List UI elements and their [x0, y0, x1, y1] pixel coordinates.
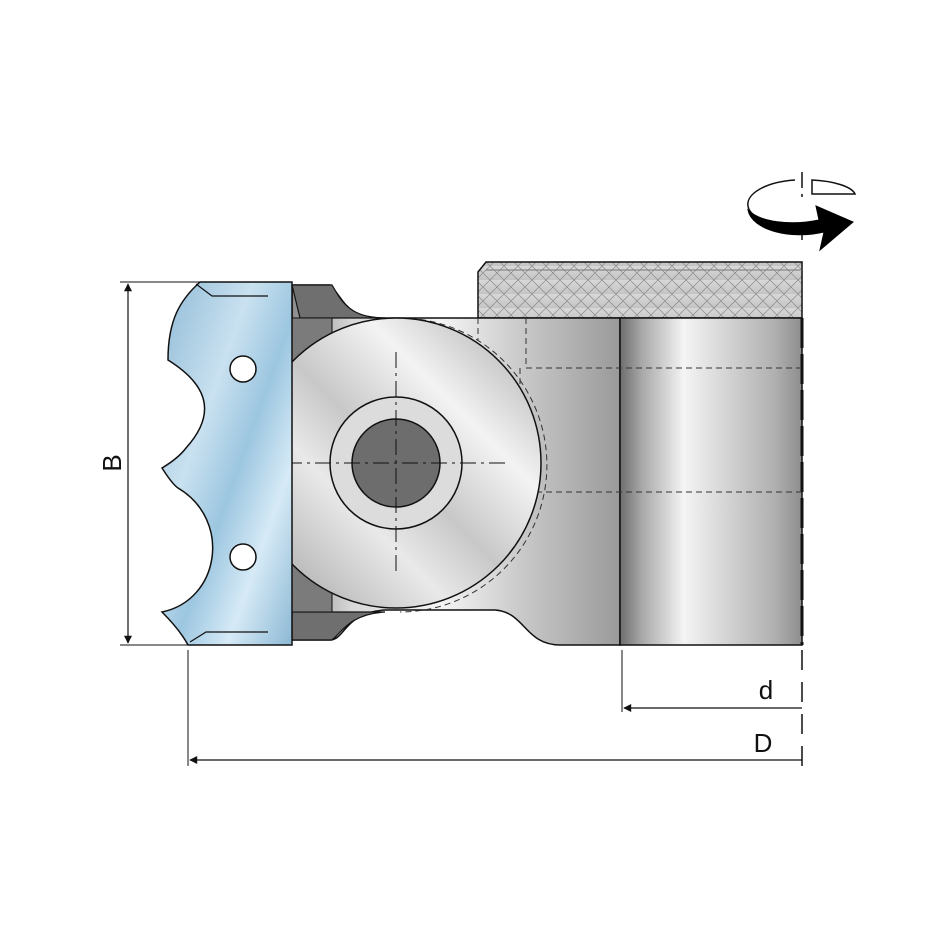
- profile-knife: [160, 281, 293, 646]
- knurled-collar: [477, 261, 803, 319]
- dimension-d-large-label: D: [754, 728, 773, 758]
- dimension-b: B: [97, 281, 200, 646]
- rotation-direction-icon: [747, 172, 857, 252]
- center-lines: [286, 352, 506, 575]
- knife-screw-hole-top: [229, 355, 257, 383]
- dimension-b-label: B: [97, 454, 127, 471]
- dimension-d-small: d: [621, 650, 802, 712]
- shank-drum: [619, 317, 804, 646]
- knife-screw-hole-bottom: [229, 543, 257, 571]
- dimension-d-small-label: d: [759, 675, 773, 705]
- dimension-d-large: D: [187, 650, 802, 766]
